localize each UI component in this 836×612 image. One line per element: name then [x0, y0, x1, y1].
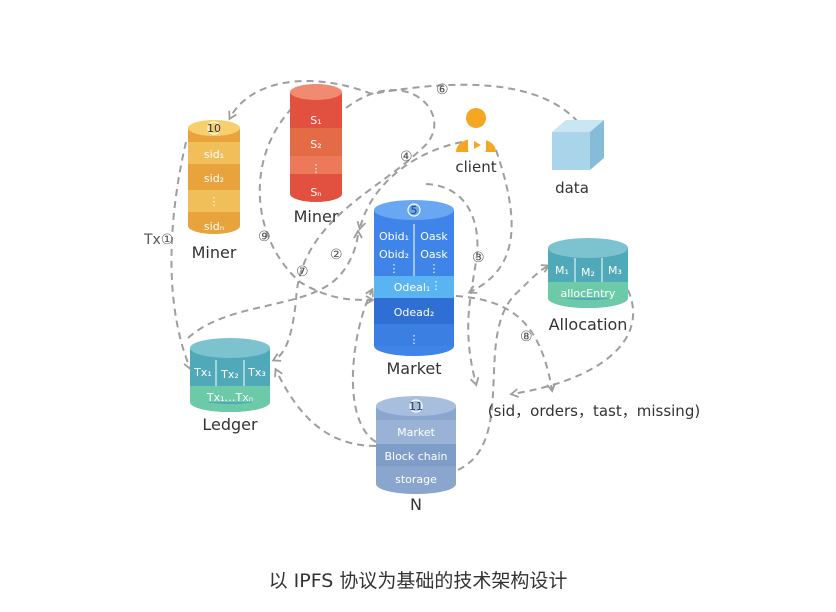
edge-label-2: ② [330, 247, 343, 263]
arrow-loop-to-ledger [271, 89, 436, 362]
allocation-cell-2: M₂ [581, 266, 595, 279]
edge-label-8: ⑧ [520, 329, 533, 345]
n-layer-market: Market [397, 426, 435, 439]
market-row1-left: Obid₁ [379, 230, 409, 243]
n-top-number: 11 [409, 400, 423, 413]
allocation-cylinder: M₁ M₂ M₃ allocEntry Allocation [548, 238, 628, 334]
ipfs-architecture-diagram: ⑥ Tx① ⑨ ⑦ ④ ② ③ ⑧ 10 sid₁ sid₂ ⋮ sidₙ Mi… [143, 80, 700, 514]
market-cylinder: 5 Obid₁ Oask Obid₂ Oask ⋮ ⋮ Odeal₁ ⋮ Ode… [374, 200, 454, 378]
arrow-market-loop [425, 183, 480, 387]
market-deal-1: Odeal₁ [394, 281, 431, 294]
arrow-n-to-market [352, 287, 377, 443]
edge-label-6: ⑥ [436, 82, 449, 98]
allocation-cell-1: M₁ [555, 264, 569, 277]
miner-s-layer-dots: ⋮ [311, 162, 322, 175]
arrow-client-to-market [356, 141, 463, 231]
market-row1-right: Oask [420, 230, 448, 243]
allocation-label: Allocation [549, 315, 628, 334]
data-label: data [555, 179, 589, 197]
miner-sid-layer-2: sid₂ [204, 172, 224, 185]
market-deal-1-dots: ⋮ [431, 279, 442, 292]
miner-s-cylinder: S₁ S₂ ⋮ Sₙ Miner [290, 84, 342, 226]
ledger-label: Ledger [202, 415, 258, 434]
miner-sid-cylinder: 10 sid₁ sid₂ ⋮ sidₙ Miner [188, 120, 240, 262]
n-layer-storage: storage [395, 473, 437, 486]
market-row3-left: ⋮ [389, 262, 400, 275]
arrow-data-to-miner-sid [228, 80, 579, 123]
arrow-market-to-tuple [455, 295, 556, 393]
n-layer-blockchain: Block chain [384, 450, 447, 463]
ledger-range: Tx₁…Txₙ [206, 391, 253, 404]
miner-s-label: Miner [294, 207, 339, 226]
arrow-allocation-to-tuple [509, 289, 635, 398]
edge-label-7: ⑦ [296, 264, 309, 280]
miner-sid-layer-1: sid₁ [204, 148, 224, 161]
ledger-tx-2: Tx₂ [220, 368, 239, 381]
figure-caption: 以 IPFS 协议为基础的技术架构设计 [268, 570, 568, 592]
flow-arrows [170, 80, 635, 471]
person-icon [456, 108, 496, 152]
miner-sid-layer-n: sidₙ [204, 220, 224, 233]
miner-s-layer-n: Sₙ [310, 186, 321, 199]
market-top-number: 5 [411, 204, 418, 217]
miner-s-layer-2: S₂ [310, 138, 321, 151]
arrow-miner-to-ledger [170, 141, 193, 371]
miner-sid-top-number: 10 [207, 122, 221, 135]
market-deal-2: Odead₂ [394, 306, 435, 319]
arrow-n-to-allocation [457, 264, 551, 471]
ledger-cylinder: Tx₁ Tx₂ Tx₃ Tx₁…Txₙ Ledger [190, 338, 270, 434]
n-cylinder: 11 Market Block chain storage N [376, 396, 456, 514]
arrow-ledger-to-market [187, 229, 363, 339]
market-bottom-dots: ⋮ [409, 333, 420, 346]
n-label: N [410, 495, 422, 514]
edge-label-1: Tx① [143, 232, 173, 248]
ledger-tx-3: Tx₃ [247, 366, 266, 379]
data-node: data [552, 120, 604, 197]
miner-sid-layer-dots: ⋮ [209, 195, 220, 208]
allocation-cell-3: M₃ [608, 264, 622, 277]
output-tuple: (sid，orders，tast，missing) [488, 402, 700, 420]
client-label: client [455, 158, 496, 176]
market-row2-right: Oask [420, 248, 448, 261]
arrow-n-to-ledger [274, 367, 377, 447]
arrow-miner-s-to-market [258, 107, 375, 305]
market-label: Market [387, 359, 442, 378]
edge-label-4: ④ [400, 149, 413, 165]
cube-icon [552, 120, 604, 170]
edge-label-9: ⑨ [258, 229, 271, 245]
client-node: client [455, 108, 497, 176]
market-row3-right: ⋮ [429, 262, 440, 275]
edge-labels: ⑥ Tx① ⑨ ⑦ ④ ② ③ ⑧ [143, 82, 533, 345]
allocation-entry: allocEntry [561, 287, 616, 300]
market-row2-left: Obid₂ [379, 248, 409, 261]
arrow-client-to-market-right [467, 149, 513, 294]
ledger-tx-1: Tx₁ [193, 366, 212, 379]
miner-sid-label: Miner [192, 243, 237, 262]
edge-label-3: ③ [472, 250, 485, 266]
miner-s-layer-1: S₁ [310, 114, 321, 127]
